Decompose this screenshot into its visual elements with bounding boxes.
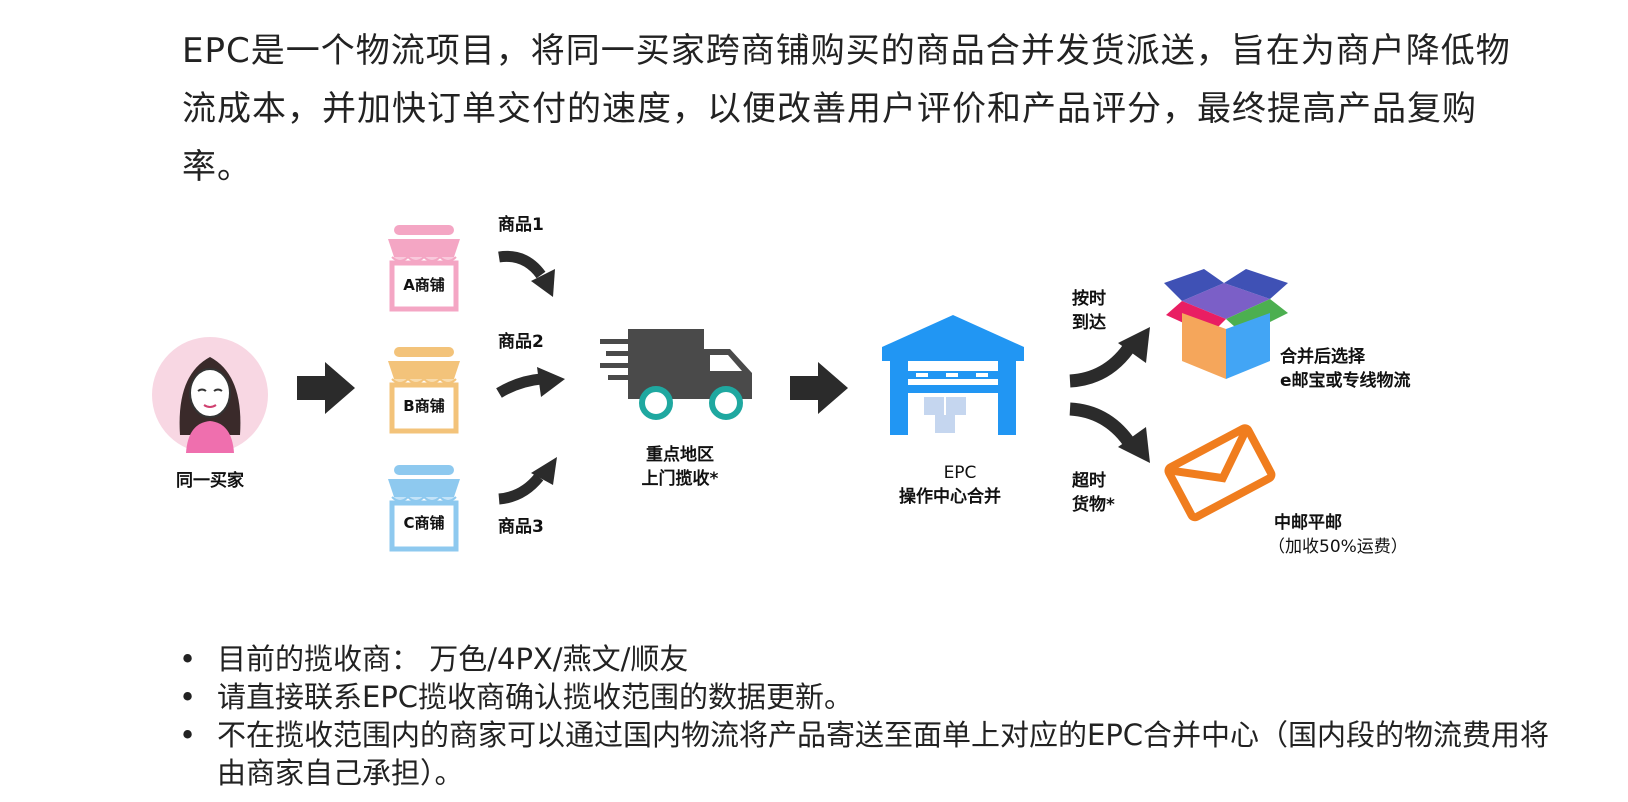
list-item: 请直接联系EPC揽收商确认揽收范围的数据更新。 xyxy=(175,678,1555,716)
curved-arrow-down-icon xyxy=(498,250,555,297)
buyer-avatar-icon xyxy=(152,337,268,453)
curved-arrow-up-icon xyxy=(498,457,557,505)
branch-late-line1: 超时 xyxy=(1072,471,1106,491)
truck-label-line2: 上门揽收* xyxy=(641,469,719,489)
warehouse-label-line1: EPC xyxy=(943,463,977,483)
mail-envelope-icon xyxy=(1164,424,1276,522)
collector-notes-list: 目前的揽收商： 万色/4PX/燕文/顺友 请直接联系EPC揽收商确认揽收范围的数… xyxy=(175,640,1555,792)
curved-arrow-down-icon xyxy=(1069,402,1150,463)
arrow-right-icon xyxy=(297,362,355,414)
list-item: 目前的揽收商： 万色/4PX/燕文/顺友 xyxy=(175,640,1555,678)
shop-c-icon xyxy=(388,465,460,552)
shop-b-icon xyxy=(388,347,460,434)
warehouse-label-line2: 操作中心合并 xyxy=(899,487,1001,507)
shop-a-icon xyxy=(388,225,460,312)
truck-label-line1: 重点地区 xyxy=(646,445,714,465)
warehouse-icon xyxy=(882,315,1024,435)
curved-arrow-right-icon xyxy=(496,367,565,398)
branch-late-line2: 货物* xyxy=(1072,495,1115,515)
box-label-line1: 合并后选择 xyxy=(1280,347,1365,367)
package-box-icon xyxy=(1164,269,1288,379)
arrow-right-icon xyxy=(790,362,848,414)
item-1-label: 商品1 xyxy=(498,215,544,235)
box-label-line2: e邮宝或专线物流 xyxy=(1280,371,1411,391)
shop-b-label: B商铺 xyxy=(403,397,445,415)
item-2-label: 商品2 xyxy=(498,332,544,352)
intro-paragraph: EPC是一个物流项目，将同一买家跨商铺购买的商品合并发货派送，旨在为商户降低物流… xyxy=(182,31,1511,187)
buyer-label: 同一买家 xyxy=(176,471,244,491)
mail-label-line1: 中邮平邮 xyxy=(1274,513,1342,533)
item-3-label: 商品3 xyxy=(498,517,544,537)
list-item: 不在揽收范围内的商家可以通过国内物流将产品寄送至面单上对应的EPC合并中心（国内… xyxy=(175,716,1555,792)
branch-ontime-line2: 到达 xyxy=(1072,313,1106,333)
shop-c-label: C商铺 xyxy=(403,514,445,532)
shop-a-label: A商铺 xyxy=(403,276,445,294)
curved-arrow-up-icon xyxy=(1069,327,1150,388)
mail-label-line2: （加收50%运费） xyxy=(1268,537,1408,557)
truck-icon xyxy=(600,329,752,420)
epc-flow-diagram: 同一买家 A商铺 B商铺 C商铺 商品1 商品2 商品3 xyxy=(0,205,1628,595)
branch-ontime-line1: 按时 xyxy=(1072,289,1106,309)
